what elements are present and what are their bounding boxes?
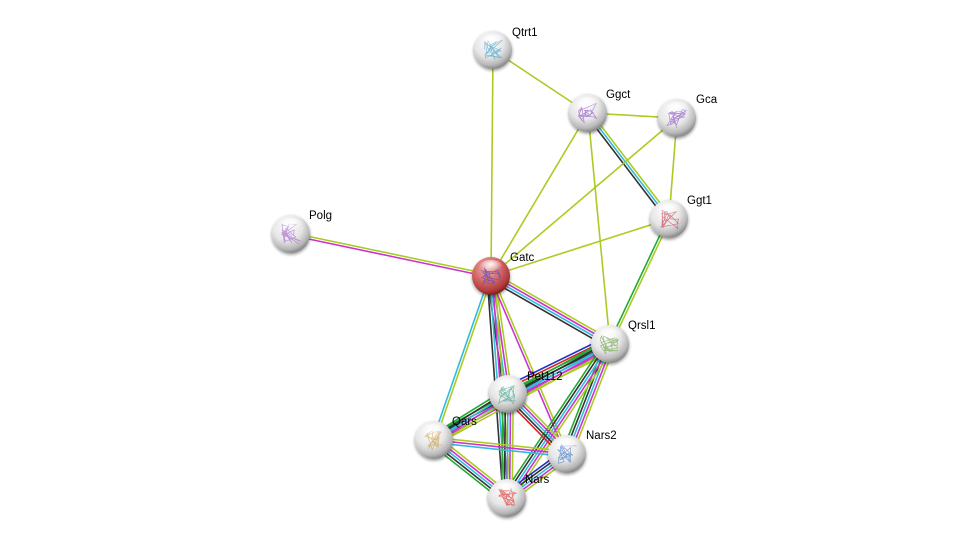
node-label: Nars2 <box>586 430 617 442</box>
edge-line-textmining <box>491 275 569 454</box>
node-polg[interactable]: Polg <box>272 210 332 253</box>
node-label: Nars <box>525 474 550 486</box>
edge-ggt1-qrsl1[interactable] <box>608 218 671 345</box>
edge-ggct-gatc[interactable] <box>490 112 589 277</box>
node-qars[interactable]: Qars <box>415 416 477 459</box>
edge-line-experiments <box>491 275 511 394</box>
sphere-highlight <box>555 438 579 452</box>
protein-structure-icon <box>577 102 597 124</box>
edge-line-coexpression <box>488 278 609 349</box>
edge-line-databases <box>566 343 611 455</box>
edge-line-textmining <box>490 117 678 277</box>
edge-line-databases <box>489 276 610 346</box>
edge-gatc-qars[interactable] <box>432 275 493 441</box>
edge-line-textmining <box>490 112 589 277</box>
node-label: Ggct <box>606 89 631 101</box>
edge-line-textmining <box>490 49 494 277</box>
edge-line-textmining <box>610 219 671 345</box>
sphere-highlight <box>279 218 303 232</box>
sphere-highlight <box>481 34 505 48</box>
edge-ggct-ggt1[interactable] <box>585 110 672 222</box>
node-label: Gatc <box>510 252 535 264</box>
edge-line-coexpression <box>504 342 609 497</box>
protein-structure-icon <box>481 267 502 285</box>
protein-structure-icon <box>556 443 577 464</box>
edge-ggt1-gatc[interactable] <box>490 218 670 277</box>
edge-line-databases <box>432 275 491 440</box>
edge-qtrt1-gatc[interactable] <box>490 49 494 277</box>
edge-line-textmining <box>291 231 492 276</box>
node-gca[interactable]: Gca <box>658 94 718 137</box>
node-label: Qars <box>452 416 477 428</box>
edge-line-experiments <box>290 234 491 279</box>
edge-line-textmining <box>434 276 493 441</box>
edge-line-experiments <box>508 345 613 500</box>
node-label: Qtrt1 <box>512 27 538 39</box>
node-label: Gca <box>696 94 718 106</box>
node-nars2[interactable]: Nars2 <box>548 430 617 473</box>
node-label: Qrsl1 <box>628 320 655 332</box>
edge-qrsl1-nars[interactable] <box>502 340 615 502</box>
sphere-highlight <box>665 102 689 116</box>
edge-line-experiments <box>433 439 568 455</box>
sphere-highlight <box>422 424 446 438</box>
edge-line-textmining <box>490 218 670 277</box>
edge-qrsl1-nars2[interactable] <box>561 341 616 457</box>
edge-line-textmining <box>434 436 568 453</box>
edge-line-textmining <box>587 112 611 345</box>
sphere-highlight <box>479 260 503 274</box>
node-nars[interactable]: Nars <box>488 474 550 517</box>
edge-line-databases <box>488 276 508 395</box>
node-label: Pet112 <box>527 371 563 383</box>
edge-line-neighborhood <box>502 340 607 496</box>
edge-polg-gatc[interactable] <box>290 231 492 279</box>
node-label: Ggt1 <box>687 195 712 207</box>
sphere-highlight <box>495 482 519 496</box>
edge-gatc-qrsl1[interactable] <box>488 271 613 349</box>
node-ggt1[interactable]: Ggt1 <box>650 195 712 238</box>
edge-line-gene-fusion <box>505 338 609 391</box>
sphere-highlight <box>576 97 600 111</box>
edge-line-databases <box>506 343 611 499</box>
edge-line-co-occurrence <box>504 336 607 388</box>
edge-gca-gatc[interactable] <box>490 117 678 277</box>
edge-line-textmining <box>492 271 613 342</box>
node-label: Polg <box>309 210 332 222</box>
edge-line-coexpression <box>585 114 668 222</box>
edge-line-experiments <box>491 274 612 344</box>
sphere-highlight <box>657 203 681 217</box>
sphere-highlight <box>496 378 520 392</box>
node-pet112[interactable]: Pet112 <box>489 371 563 413</box>
edge-qars-nars2[interactable] <box>433 436 568 458</box>
node-qtrt1[interactable]: Qtrt1 <box>474 27 538 69</box>
edge-line-textmining <box>589 110 672 218</box>
edge-line-databases <box>587 112 670 220</box>
edge-line-databases <box>433 441 567 458</box>
edge-line-neighborhood <box>561 341 606 453</box>
sphere-highlight <box>598 328 622 342</box>
node-ggct[interactable]: Ggct <box>569 89 631 132</box>
edge-ggct-qrsl1[interactable] <box>587 112 611 345</box>
node-qrsl1[interactable]: Qrsl1 <box>591 320 655 363</box>
node-gatc[interactable]: Gatc <box>472 252 535 295</box>
edge-line-neighborhood <box>608 218 669 344</box>
edge-line-experiments <box>568 344 614 456</box>
edge-line-textmining <box>571 345 616 457</box>
edge-line-coexpression <box>563 342 609 454</box>
